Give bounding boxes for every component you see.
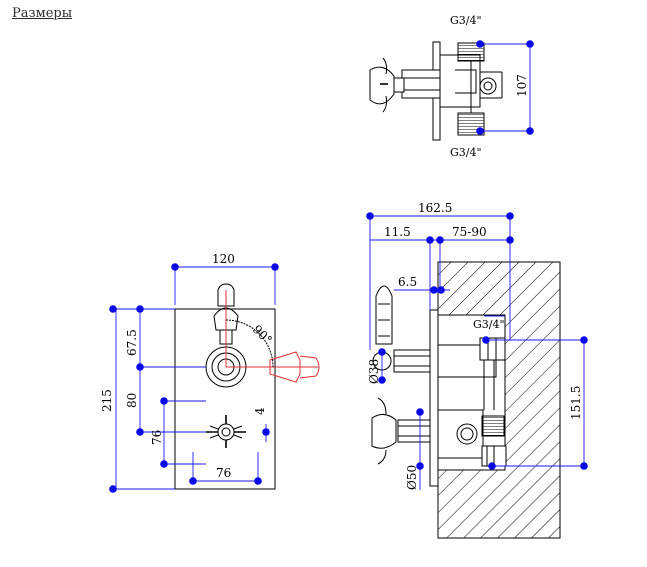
side-range-label: 75-90 (452, 225, 487, 239)
side-151-label: 151.5 (569, 386, 583, 420)
front-76v-label: 76 (150, 430, 164, 445)
side-thread-label: G3/4" (473, 318, 505, 331)
front-view: 90° 120 215 67.5 80 (100, 252, 320, 493)
front-width-label: 120 (212, 252, 235, 266)
side-total-label: 162.5 (418, 201, 452, 215)
front-67-label: 67.5 (125, 329, 139, 356)
front-height-label: 215 (100, 389, 114, 412)
page-heading: Размеры (12, 6, 73, 21)
side-d50-label: Ø50 (405, 465, 419, 490)
front-76h-label: 76 (216, 466, 231, 480)
front-80-label: 80 (125, 393, 139, 408)
front-4-label: 4 (253, 407, 267, 415)
side-6-label: 6.5 (398, 275, 417, 289)
side-d38-label: Ø38 (367, 359, 381, 384)
top-thread-label-2: G3/4" (450, 146, 482, 159)
top-thread-label-1: G3/4" (450, 14, 482, 27)
top-height-label: 107 (515, 74, 529, 97)
side-11-label: 11.5 (384, 225, 411, 239)
top-view: G3/4" G3/4" 107 (369, 14, 534, 159)
side-view: 162.5 11.5 75-90 6.5 G3/4" Ø38 Ø50 (366, 201, 588, 539)
front-angle-label: 90° (250, 322, 275, 347)
